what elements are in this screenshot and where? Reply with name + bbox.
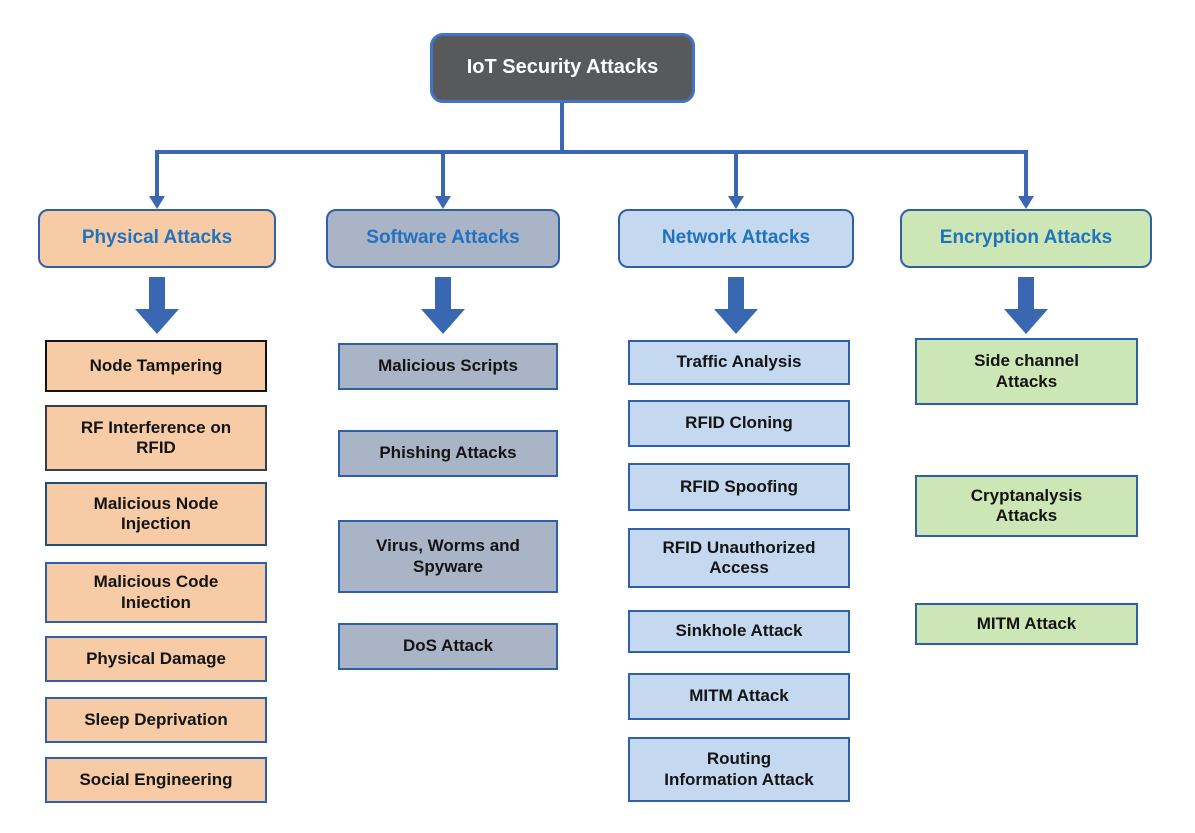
node-label: MITM Attack [689, 686, 789, 706]
node-label: Sinkhole Attack [675, 621, 803, 641]
down-block-arrow-icon-physical [135, 277, 179, 334]
category-label: Encryption Attacks [939, 227, 1113, 249]
category-header-software-attacks: Software Attacks [326, 209, 560, 268]
node-label: RFID Cloning [685, 413, 793, 433]
down-block-arrow-icon-network [714, 277, 758, 334]
node-rfid-cloning: RFID Cloning [628, 400, 850, 447]
node-label: Phishing Attacks [379, 443, 517, 463]
node-phishing-attacks: Phishing Attacks [338, 430, 558, 477]
node-label: Side channel Attacks [974, 351, 1079, 391]
category-header-physical-attacks: Physical Attacks [38, 209, 276, 268]
node-dos-attack: DoS Attack [338, 623, 558, 670]
node-physical-damage: Physical Damage [45, 636, 267, 682]
node-malicious-scripts: Malicious Scripts [338, 343, 558, 390]
node-rfid-spoofing: RFID Spoofing [628, 463, 850, 511]
node-sleep-deprivation: Sleep Deprivation [45, 697, 267, 743]
node-node-tampering: Node Tampering [45, 340, 267, 392]
node-label: MITM Attack [976, 613, 1077, 633]
node-label: Sleep Deprivation [84, 709, 228, 729]
node-label: Physical Damage [86, 648, 226, 668]
node-mitm-attack-network: MITM Attack [628, 673, 850, 720]
arrowhead-icon-network [728, 196, 744, 209]
root-title: IoT Security Attacks [466, 56, 659, 79]
node-routing-information-attack: Routing Information Attack [628, 737, 850, 802]
node-label: Malicious Scripts [378, 356, 518, 376]
node-virus-worms-and-spyware: Virus, Worms and Spyware [338, 520, 558, 593]
node-cryptanalysis-attacks: Cryptanalysis Attacks [915, 475, 1138, 537]
category-header-network-attacks: Network Attacks [618, 209, 854, 268]
arrowhead-icon-encryption [1018, 196, 1034, 209]
node-mitm-attack-encryption: MITM Attack [915, 603, 1138, 645]
node-social-engineering: Social Engineering [45, 757, 267, 803]
node-rfid-unauthorized-access: RFID Unauthorized Access [628, 528, 850, 588]
down-block-arrow-icon-software [421, 277, 465, 334]
node-traffic-analysis: Traffic Analysis [628, 340, 850, 385]
category-label: Software Attacks [366, 227, 520, 249]
node-label: Social Engineering [79, 769, 233, 789]
root-node-iot-security-attacks: IoT Security Attacks [430, 33, 695, 103]
node-label: Malicious Code Iniection [93, 572, 219, 612]
node-label: Virus, Worms and Spyware [376, 536, 520, 576]
category-label: Network Attacks [661, 227, 811, 249]
node-rf-interference-on-rfid: RF Interference on RFID [45, 405, 267, 471]
node-label: Traffic Analysis [676, 352, 802, 372]
node-label: DoS Attack [402, 636, 494, 656]
arrowhead-icon-software [435, 196, 451, 209]
node-malicious-code-iniection: Malicious Code Iniection [45, 562, 267, 623]
node-label: Cryptanalysis Attacks [970, 485, 1083, 525]
node-sinkhole-attack: Sinkhole Attack [628, 610, 850, 653]
category-header-encryption-attacks: Encryption Attacks [900, 209, 1152, 268]
node-label: RFID Spoofing [679, 476, 799, 496]
node-label: Routing Information Attack [664, 749, 814, 789]
node-label: Malicious Node Injection [93, 493, 219, 533]
node-label: RFID Unauthorized Access [662, 537, 816, 577]
node-side-channel-attacks: Side channel Attacks [915, 338, 1138, 405]
category-label: Physical Attacks [81, 227, 233, 249]
node-label: Node Tampering [89, 355, 223, 375]
node-malicious-node-injection: Malicious Node Injection [45, 482, 267, 546]
arrowhead-icon-physical [149, 196, 165, 209]
node-label: RF Interference on RFID [80, 417, 232, 457]
down-block-arrow-icon-encryption [1004, 277, 1048, 334]
